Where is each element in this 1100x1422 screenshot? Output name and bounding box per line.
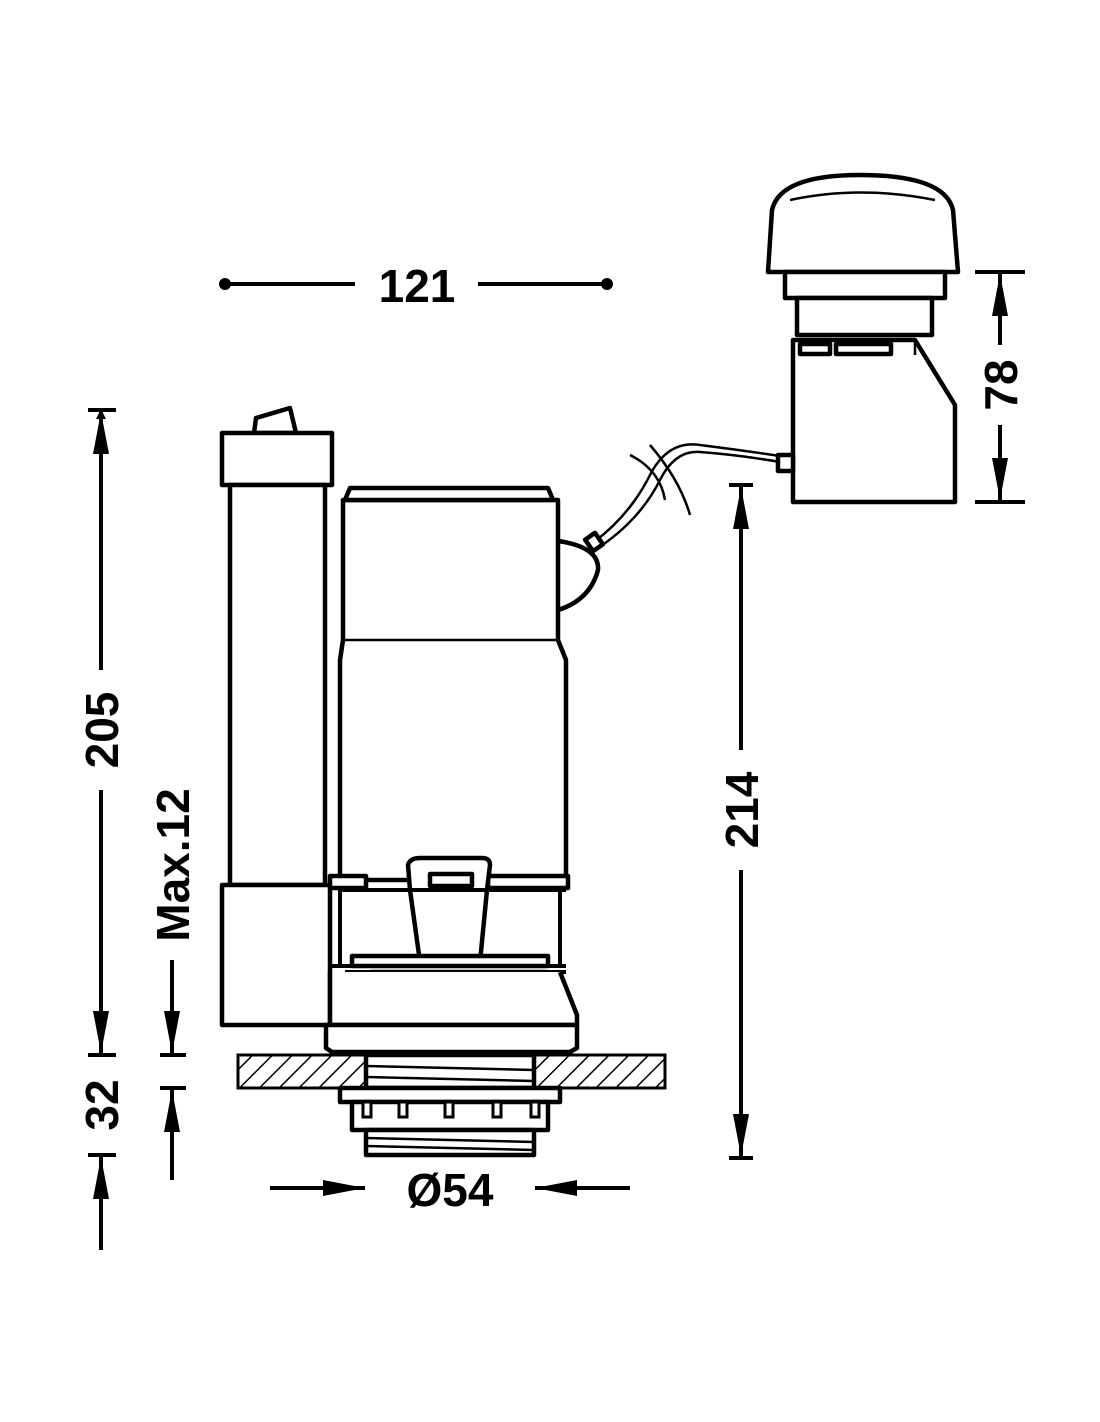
dimension-label-78: 78 xyxy=(975,359,1027,410)
dimension-label-121: 121 xyxy=(379,260,456,312)
dimension-max-12: Max.12 xyxy=(147,788,199,1180)
dimension-121: 121 xyxy=(219,260,613,312)
dimension-78: 78 xyxy=(975,270,1027,504)
dimension-diameter-54: Ø54 xyxy=(270,1164,630,1216)
overflow-pipe xyxy=(219,405,335,1028)
flush-button-assembly xyxy=(765,172,961,505)
dimension-214: 214 xyxy=(716,483,768,1160)
cable xyxy=(582,443,781,554)
dimension-label-max-12: Max.12 xyxy=(147,788,199,941)
dimension-label-diameter-54: Ø54 xyxy=(407,1164,494,1216)
threaded-nut xyxy=(337,1052,563,1158)
dimension-label-32: 32 xyxy=(76,1079,128,1130)
valve-body xyxy=(323,485,601,1055)
dimension-32: 32 xyxy=(76,1079,128,1250)
dimension-label-205: 205 xyxy=(76,692,128,769)
dimension-label-214: 214 xyxy=(716,771,768,848)
dimension-205: 205 xyxy=(76,408,128,1057)
